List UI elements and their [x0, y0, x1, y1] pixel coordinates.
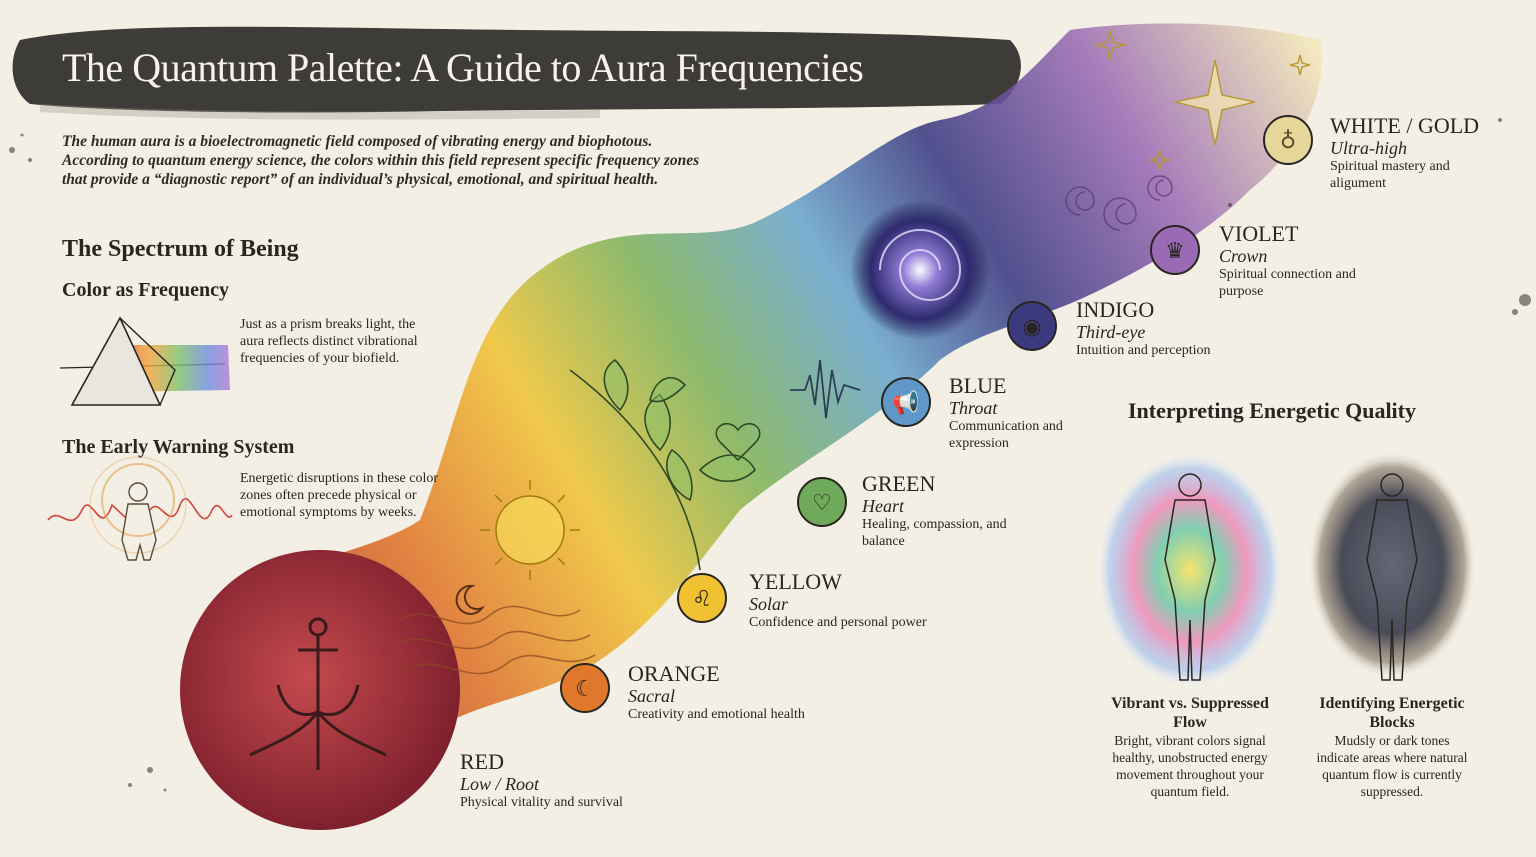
zone-description: Communication and expression	[949, 419, 1063, 451]
red-orb	[180, 550, 460, 830]
blocks-title: Identifying Energetic Blocks	[1319, 695, 1465, 731]
title-ink-wash	[12, 26, 1021, 113]
zone-medallion	[1150, 225, 1200, 275]
blocked-figure-illustration	[1307, 450, 1477, 681]
zone-medallion	[1007, 301, 1057, 351]
zone-label-red: RED Low / Root Physical vitality and sur…	[460, 750, 623, 811]
zone-subtitle: Sacral	[628, 686, 675, 706]
zone-name: GREEN	[862, 471, 936, 496]
orange-moon	[455, 584, 485, 615]
zone-label-orange: ORANGE Sacral Creativity and emotional h…	[628, 662, 805, 723]
zone-name: YELLOW	[749, 569, 842, 594]
sound-wave	[790, 359, 861, 419]
zone-medallion	[1263, 115, 1313, 165]
zone-description: Physical vitality and survival	[460, 795, 623, 810]
star-burst	[1094, 29, 1311, 171]
zone-name: VIOLET	[1219, 221, 1299, 246]
blocks-caption: Identifying Energetic Blocks Mudsly or d…	[1312, 694, 1472, 800]
blocks-description: Mudsly or dark tones indicate areas wher…	[1316, 733, 1468, 799]
zone-subtitle: Solar	[749, 594, 789, 614]
zone-label-violet: VIOLET Crown Spiritual connection and pu…	[1219, 222, 1359, 300]
zone-description: Spiritual connection and purpose	[1219, 267, 1356, 299]
planet-icon: ♁	[1280, 129, 1296, 154]
orange-waves	[394, 605, 596, 675]
zone-name: INDIGO	[1076, 297, 1155, 322]
plant-illustration	[569, 358, 756, 571]
zone-subtitle: Throat	[949, 398, 998, 418]
zone-subtitle: Heart	[862, 496, 904, 516]
zone-name: BLUE	[949, 373, 1007, 398]
zone-medallion	[560, 663, 610, 713]
color-frequency-heading: Color as Frequency	[62, 279, 230, 301]
anchor-illustration	[249, 617, 387, 770]
zone-subtitle: Crown	[1219, 246, 1268, 266]
warning-figure-illustration	[47, 456, 233, 561]
zone-medallion	[797, 477, 847, 527]
zone-name: RED	[460, 749, 504, 774]
zone-label-white-gold: WHITE / GOLD Ultra-high Spiritual master…	[1330, 114, 1490, 192]
crown-icon: ♛	[1165, 239, 1185, 264]
page-title: The Quantum Palette: A Guide to Aura Fre…	[62, 45, 864, 90]
zone-description: Intuition and perception	[1076, 343, 1211, 358]
ink-splatters	[9, 118, 1531, 792]
heart-icon: ♡	[812, 491, 832, 516]
zone-subtitle: Low / Root	[460, 774, 540, 794]
color-frequency-text: Just as a prism breaks light, the aura r…	[240, 317, 418, 366]
megaphone-icon: 📢	[892, 390, 919, 416]
eye-icon: ◉	[1022, 315, 1041, 340]
early-warning-text: Energetic disruptions in these color zon…	[240, 471, 439, 520]
zone-medallion	[677, 573, 727, 623]
zone-name: WHITE / GOLD	[1330, 113, 1480, 138]
vibrant-description: Bright, vibrant colors signal healthy, u…	[1112, 733, 1268, 799]
zone-label-green: GREEN Heart Healing, compassion, and bal…	[862, 472, 1012, 550]
sun-illustration	[480, 480, 580, 580]
violet-swirls	[1065, 175, 1173, 231]
zone-description: Creativity and emotional health	[628, 707, 805, 722]
zone-subtitle: Third-eye	[1076, 322, 1146, 342]
galaxy	[850, 200, 990, 340]
crescent-moon-icon: ☾	[575, 677, 595, 702]
zone-name: ORANGE	[628, 661, 720, 686]
spectrum-heading: The Spectrum of Being	[62, 236, 299, 262]
vibrant-title: Vibrant vs. Suppressed Flow	[1111, 695, 1269, 731]
zone-medallion	[881, 377, 931, 427]
zone-description: Confidence and personal power	[749, 615, 927, 630]
heart-doodle	[715, 423, 761, 462]
interpreting-heading: Interpreting Energetic Quality	[1128, 398, 1416, 423]
vibrant-figure-illustration	[1095, 450, 1285, 690]
zone-label-blue: BLUE Throat Communication and expression	[949, 374, 1069, 452]
intro-paragraph: The human aura is a bioelectromagnetic f…	[62, 133, 700, 188]
zone-label-yellow: YELLOW Solar Confidence and personal pow…	[749, 570, 927, 631]
zone-description: Spiritual mastery and aligument	[1330, 159, 1450, 191]
zone-subtitle: Ultra-high	[1330, 138, 1408, 158]
vibrant-caption: Vibrant vs. Suppressed Flow Bright, vibr…	[1100, 694, 1280, 800]
prism-illustration	[59, 316, 230, 406]
zone-description: Healing, compassion, and balance	[862, 517, 1007, 549]
lion-icon: ♌	[692, 587, 712, 612]
aura-flow-band	[192, 23, 1322, 781]
zone-label-indigo: INDIGO Third-eye Intuition and perceptio…	[1076, 298, 1211, 359]
early-warning-heading: The Early Warning System	[62, 436, 295, 458]
